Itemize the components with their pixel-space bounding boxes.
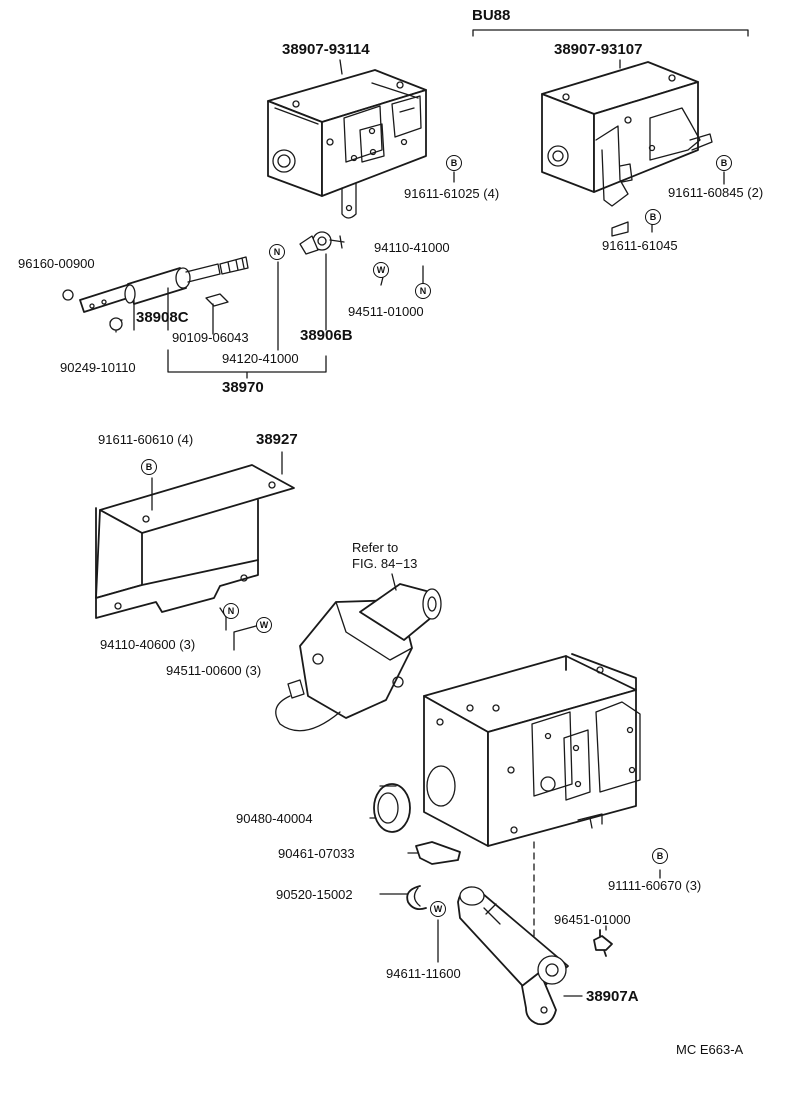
part-94120-41000: 94120-41000: [222, 351, 299, 366]
part-38907A: 38907A: [586, 988, 639, 1005]
refer-note-line1: Refer to: [352, 540, 399, 555]
refer-note-line2: FIG. 84−13: [352, 556, 418, 571]
bolt-symbol: B: [446, 155, 462, 171]
part-96451-01000: 96451-01000: [554, 912, 631, 927]
lower-leader-lines: [369, 817, 661, 997]
part-90480-40004: 90480-40004: [236, 811, 313, 826]
snap-ring: [406, 885, 427, 911]
part-94611-11600: 94611-11600: [386, 966, 461, 981]
nut-symbol: N: [223, 603, 239, 619]
nut-symbol: N: [415, 283, 431, 299]
lever: [457, 886, 569, 1026]
part-90520-15002: 90520-15002: [276, 887, 353, 902]
part-94511-01000: 94511-01000: [348, 304, 424, 319]
bolt-symbol: B: [716, 155, 732, 171]
part-38970: 38970: [222, 379, 264, 396]
part-96160-00900: 96160-00900: [18, 256, 95, 271]
actuator-box-bu88: [541, 61, 713, 237]
part-94110-40600: 94110-40600 (3): [100, 637, 196, 652]
nut-symbol: N: [269, 244, 285, 260]
main-housing: [423, 653, 641, 847]
bu88-bracket-line: [472, 29, 749, 37]
bolt-symbol: B: [652, 848, 668, 864]
mounting-bracket: [95, 451, 295, 619]
seal: [373, 783, 411, 833]
part-94511-00600: 94511-00600 (3): [166, 663, 262, 678]
part-91611-60845: 91611-60845 (2): [668, 185, 764, 200]
washer-symbol: W: [373, 262, 389, 278]
bu88-label: BU88: [472, 7, 511, 24]
washer-symbol: W: [256, 617, 272, 633]
washer-symbol: W: [430, 901, 446, 917]
part-94110-41000: 94110-41000: [374, 240, 450, 255]
part-90249-10110: 90249-10110: [60, 360, 136, 375]
grease-fitting: [593, 929, 613, 957]
part-38907-93114: 38907-93114: [282, 41, 370, 58]
part-38927: 38927: [256, 431, 298, 448]
part-38908C: 38908C: [136, 309, 189, 326]
part-90109-06043: 90109-06043: [172, 330, 249, 345]
part-38907-93107: 38907-93107: [554, 41, 643, 58]
part-91111-60670: 91111-60670 (3): [608, 878, 702, 893]
rod-assembly: [62, 256, 249, 333]
part-38906B: 38906B: [300, 327, 353, 344]
part-91611-60610: 91611-60610 (4): [98, 432, 194, 447]
upper-leader-lines: [133, 59, 725, 379]
ball-joint: [299, 231, 345, 255]
bolt-symbol: B: [141, 459, 157, 475]
part-90461-07033: 90461-07033: [278, 846, 355, 861]
part-91611-61025: 91611-61025 (4): [404, 186, 500, 201]
bolt-symbol: B: [645, 209, 661, 225]
figure-code: MC E663-A: [676, 1042, 744, 1057]
retainer: [415, 841, 461, 865]
actuator-box-standard: [267, 69, 427, 219]
part-91611-61045: 91611-61045: [602, 238, 678, 253]
actuator-motor: [275, 583, 442, 732]
